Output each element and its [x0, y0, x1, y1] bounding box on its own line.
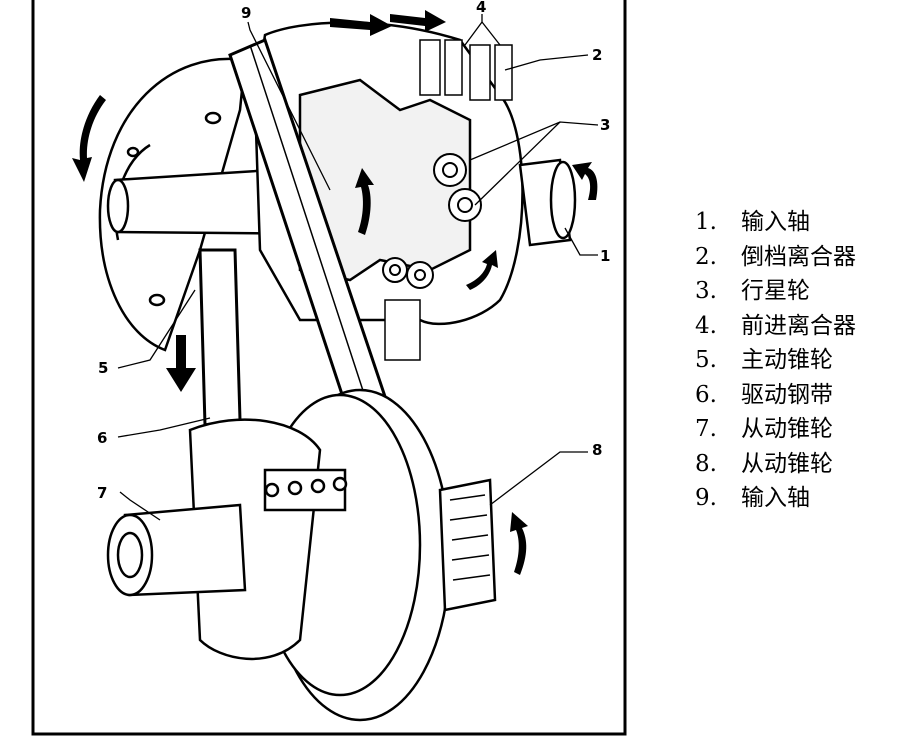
legend-number: 1. — [695, 209, 717, 235]
clutch-plates — [384, 39, 513, 361]
planet-gears — [382, 153, 482, 289]
legend-label: 输入轴 — [741, 209, 810, 235]
legend-item: 4. 前进离合器 — [695, 309, 910, 344]
legend-number: 5. — [695, 347, 717, 373]
leader-lines — [117, 14, 599, 521]
rotation-arrows — [72, 10, 598, 575]
callout-1: 1 — [600, 247, 610, 265]
legend: 1. 输入轴 2. 倒档离合器 3. 行星轮 4. 前进离合器 5. 主动锥轮 6. 驱动钢… — [695, 205, 910, 516]
legend-number: 2. — [695, 243, 717, 270]
legend-item: 9. 输入轴 — [695, 481, 910, 516]
legend-number: 4. — [695, 312, 717, 339]
callout-9: 9 — [241, 4, 251, 22]
arrow-icon — [355, 168, 374, 235]
legend-number: 3. — [695, 278, 717, 304]
cvt-diagram: 9 4 2 3 1 5 6 7 8 — [31, 0, 627, 736]
legend-label: 从动锥轮 — [741, 450, 833, 477]
secondary-pulley — [188, 388, 497, 722]
arrow-icon — [166, 335, 196, 392]
legend-item: 3. 行星轮 — [695, 274, 910, 309]
legend-number: 6. — [695, 381, 717, 408]
legend-item: 8. 从动锥轮 — [695, 447, 910, 482]
callout-6: 6 — [97, 429, 107, 447]
legend-item: 2. 倒档离合器 — [695, 240, 910, 275]
legend-label: 驱动钢带 — [741, 381, 833, 408]
legend-item: 1. 输入轴 — [695, 205, 910, 240]
arrow-icon — [390, 10, 446, 32]
output-shaft — [106, 503, 247, 597]
arrow-icon — [510, 512, 528, 575]
arrow-icon — [72, 95, 106, 182]
legend-item: 7. 从动锥轮 — [695, 412, 910, 447]
legend-item: 6. 驱动钢带 — [695, 378, 910, 413]
callout-8: 8 — [592, 441, 602, 459]
legend-label: 倒档离合器 — [741, 243, 856, 270]
legend-number: 7. — [695, 416, 717, 442]
legend-label: 主动锥轮 — [741, 347, 833, 373]
legend-label: 输入轴 — [741, 485, 810, 511]
callout-7: 7 — [97, 484, 107, 502]
legend-item: 5. 主动锥轮 — [695, 343, 910, 378]
callout-4: 4 — [476, 0, 486, 16]
callout-3: 3 — [600, 116, 610, 134]
diagram-frame — [31, 0, 627, 736]
legend-label: 行星轮 — [741, 278, 810, 304]
legend-label: 前进离合器 — [741, 312, 856, 339]
arrow-icon — [330, 14, 392, 36]
callout-2: 2 — [592, 46, 602, 64]
legend-number: 8. — [695, 450, 717, 477]
arrow-icon — [466, 250, 498, 290]
callout-5: 5 — [98, 359, 108, 377]
legend-label: 从动锥轮 — [741, 416, 833, 442]
arrow-icon — [572, 162, 598, 200]
legend-number: 9. — [695, 485, 717, 511]
